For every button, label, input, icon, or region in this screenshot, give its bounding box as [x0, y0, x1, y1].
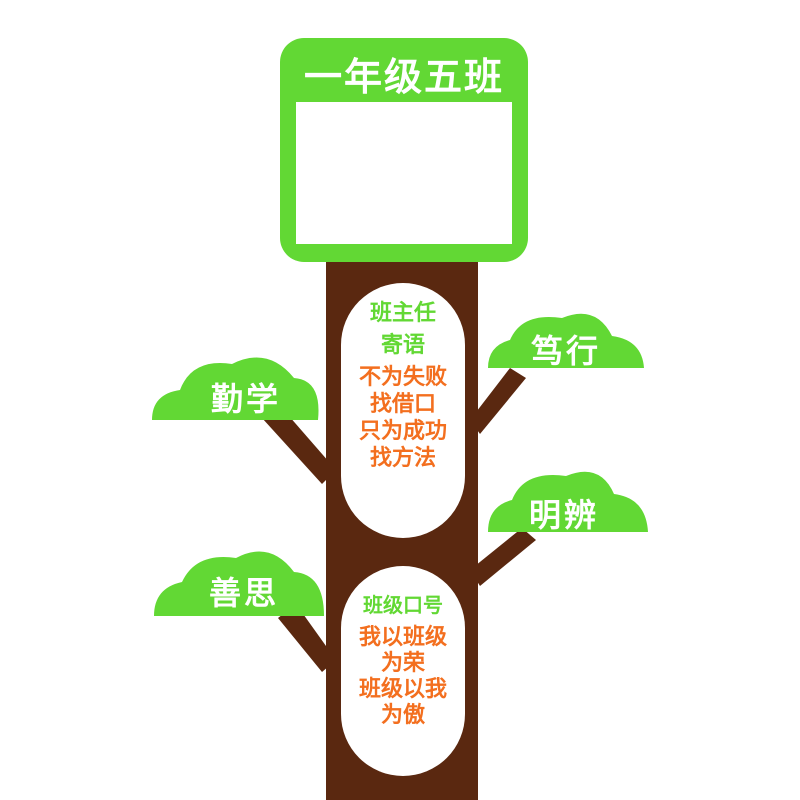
branch-right-bottom: [470, 528, 536, 586]
cloud-label-right-bottom: 明辨: [528, 496, 599, 534]
message-heading-2: 寄语: [380, 333, 425, 358]
message-line-4: 找方法: [369, 446, 436, 471]
message-line-1: 不为失败: [358, 365, 447, 390]
class-slogan: 班级口号 我以班级 为荣 班级以我 为傲: [341, 592, 465, 752]
branch-left-bottom: [278, 604, 336, 672]
board-title: 一年级五班: [303, 54, 504, 99]
slogan-line-4: 为傲: [380, 703, 425, 728]
slogan-heading: 班级口号: [363, 593, 443, 617]
cloud-right-bottom: [488, 471, 648, 532]
slogan-line-1: 我以班级: [358, 625, 447, 650]
branch-left-top: [262, 408, 336, 484]
cloud-left-bottom: [154, 551, 324, 616]
teacher-message: 班主任 寄语 不为失败 找借口 只为成功 找方法: [341, 300, 465, 525]
slogan-pill-bg: [341, 566, 465, 776]
message-line-3: 只为成功: [358, 419, 447, 444]
branch-right-top: [470, 368, 526, 434]
slogan-line-3: 班级以我: [358, 677, 447, 702]
cloud-right-top: [488, 313, 644, 368]
cloud-left-top: [152, 357, 319, 420]
message-heading-1: 班主任: [369, 301, 436, 326]
slogan-line-2: 为荣: [380, 651, 425, 676]
message-line-2: 找借口: [369, 392, 436, 417]
message-pill-bg: [341, 283, 465, 538]
cloud-label-left-bottom: 善思: [208, 574, 279, 612]
cloud-label-left-top: 勤学: [210, 380, 281, 418]
tree-branches: [262, 368, 536, 672]
cloud-label-right-top: 笃行: [530, 332, 601, 370]
board-window: [296, 102, 512, 244]
